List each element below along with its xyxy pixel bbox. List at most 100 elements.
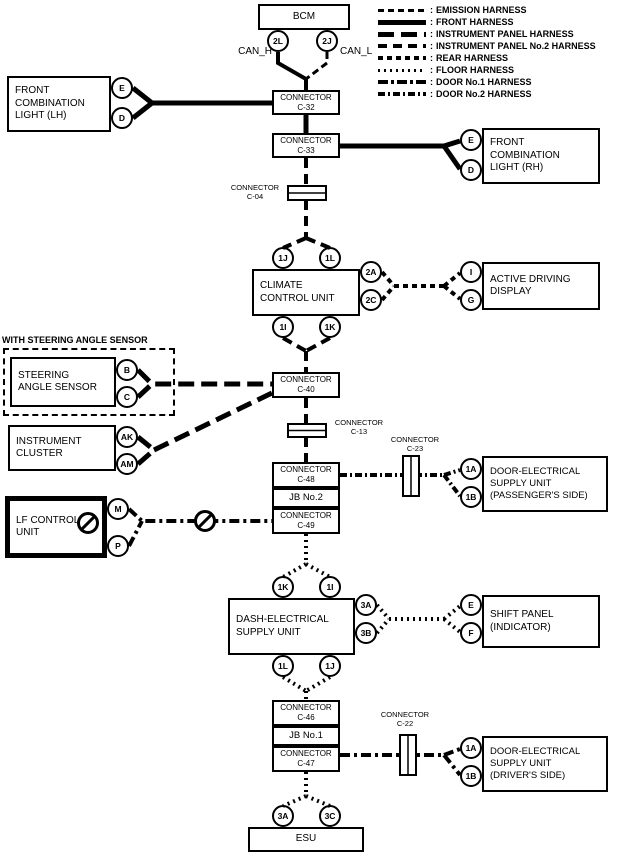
legend-label: EMISSION HARNESS — [436, 5, 527, 16]
wire-trunk-dash-unit-c46 — [281, 675, 332, 700]
legend-item-front: : FRONT HARNESS — [378, 17, 596, 27]
pin-lh-d: D — [111, 107, 133, 129]
legend-label: INSTRUMENT PANEL HARNESS — [436, 29, 574, 40]
door-no1-line-sample — [378, 80, 426, 85]
legend-separator: : — [430, 89, 433, 100]
connector-c33-box: CONNECTOR C-33 — [272, 133, 340, 158]
legend-label: FLOOR HARNESS — [436, 65, 515, 76]
connector-c48-box: CONNECTOR C-48 — [272, 462, 340, 488]
pin-display-g: G — [460, 289, 482, 311]
legend-item-door-no1: : DOOR No.1 HARNESS — [378, 77, 596, 88]
pin-dash-1l: 1L — [272, 655, 294, 677]
legend-separator: : — [430, 65, 433, 76]
pin-lf-m: M — [107, 498, 129, 520]
pin-passenger-door-1b: 1B — [460, 486, 482, 508]
door-supply-driver-box: DOOR-ELECTRICAL SUPPLY UNIT (DRIVER'S SI… — [482, 736, 608, 792]
pin-dash-1i: 1I — [319, 576, 341, 598]
connector-c32-box: CONNECTOR C-32 — [272, 90, 340, 115]
wire-lh-light-to-c32 — [131, 86, 272, 120]
legend-item-instrument-panel-no2: : INSTRUMENT PANEL No.2 HARNESS — [378, 41, 596, 52]
connector-c22-symbol — [399, 734, 417, 776]
bcm-box: BCM — [258, 4, 350, 30]
pin-shift-e: E — [460, 594, 482, 616]
pin-cluster-ak: AK — [116, 426, 138, 448]
connector-c49-box: CONNECTOR C-49 — [272, 508, 340, 534]
pin-dash-1k: 1K — [272, 576, 294, 598]
dash-electrical-supply-unit-box: DASH-ELECTRICAL SUPPLY UNIT — [228, 598, 355, 655]
legend-separator: : — [430, 5, 433, 16]
pin-lf-p: P — [107, 535, 129, 557]
wire-c47-to-driver-door — [340, 747, 462, 777]
floor-line-sample — [378, 68, 426, 72]
legend-label: REAR HARNESS — [436, 53, 509, 64]
front-light-lh-box: FRONT COMBINATION LIGHT (LH) — [7, 76, 111, 132]
pin-dash-3a: 3A — [355, 594, 377, 616]
pin-steering-c: C — [116, 386, 138, 408]
pin-shift-f: F — [460, 622, 482, 644]
wire-climate-to-display — [380, 270, 462, 302]
esu-box: ESU — [248, 827, 364, 852]
pin-dash-1j: 1J — [319, 655, 341, 677]
connector-c23-symbol — [402, 455, 420, 497]
jb-no1-box: JB No.1 — [272, 726, 340, 746]
can-h-label: CAN_H — [238, 46, 272, 57]
instrument-cluster-box: INSTRUMENT CLUSTER — [8, 425, 116, 471]
pin-esu-3a: 3A — [272, 805, 294, 827]
steering-angle-sensor-box: STEERING ANGLE SENSOR — [10, 357, 116, 407]
lf-control-unit-box: LF CONTROL UNIT — [5, 496, 107, 558]
pin-esu-3c: 3C — [319, 805, 341, 827]
pin-climate-2c: 2C — [360, 289, 382, 311]
legend-separator: : — [430, 41, 433, 52]
instrument-panel-line-sample — [378, 31, 426, 37]
wire-c33-to-rh-light — [340, 138, 463, 171]
rear-line-sample — [378, 56, 426, 61]
active-driving-display-box: ACTIVE DRIVING DISPLAY — [482, 262, 600, 310]
legend-item-instrument-panel: : INSTRUMENT PANEL HARNESS — [378, 29, 596, 40]
wire-trunk-c49-dash-unit — [282, 534, 331, 579]
wire-trunk-c33-climate — [282, 158, 331, 250]
pin-climate-2a: 2A — [360, 261, 382, 283]
shift-panel-box: SHIFT PANEL (INDICATOR) — [482, 595, 600, 648]
legend-label: DOOR No.1 HARNESS — [436, 77, 532, 88]
pin-dash-3b: 3B — [355, 622, 377, 644]
legend-item-emission: : EMISSION HARNESS — [378, 5, 596, 16]
pin-climate-1l: 1L — [319, 247, 341, 269]
pin-bcm-2l: 2L — [267, 30, 289, 52]
pin-driver-door-1a: 1A — [460, 737, 482, 759]
pin-steering-b: B — [116, 359, 138, 381]
harness-legend: : EMISSION HARNESS : FRONT HARNESS : INS… — [378, 5, 596, 100]
pin-bcm-2j: 2J — [316, 30, 338, 52]
pin-display-i: I — [460, 261, 482, 283]
pin-rh-e: E — [460, 129, 482, 151]
legend-item-rear: : REAR HARNESS — [378, 53, 596, 64]
wire-trunk-climate-c40 — [282, 336, 331, 372]
connector-c22-label: CONNECTOR C-22 — [376, 710, 434, 729]
legend-label: DOOR No.2 HARNESS — [436, 89, 532, 100]
connector-c47-box: CONNECTOR C-47 — [272, 746, 340, 772]
door-no2-line-sample — [378, 92, 426, 97]
instrument-panel-no2-line-sample — [378, 44, 426, 49]
wire-lf-unit-to-c49 — [127, 507, 272, 547]
wire-bcm-can-l — [305, 52, 329, 81]
legend-item-floor: : FLOOR HARNESS — [378, 65, 596, 76]
climate-control-unit-box: CLIMATE CONTROL UNIT — [252, 269, 360, 316]
pin-rh-d: D — [460, 159, 482, 181]
pin-climate-1k: 1K — [319, 316, 341, 338]
pin-climate-1i: 1I — [272, 316, 294, 338]
pin-climate-1j: 1J — [272, 247, 294, 269]
with-steering-angle-sensor-label: WITH STEERING ANGLE SENSOR — [2, 335, 148, 345]
connector-c13-label: CONNECTOR C-13 — [330, 418, 388, 437]
emission-line-sample — [378, 8, 426, 12]
connector-c46-box: CONNECTOR C-46 — [272, 700, 340, 726]
legend-separator: : — [430, 53, 433, 64]
pin-lh-e: E — [111, 77, 133, 99]
legend-separator: : — [430, 77, 433, 88]
no-entry-icon — [194, 510, 216, 532]
jb-no2-box: JB No.2 — [272, 488, 340, 508]
can-l-label: CAN_L — [340, 46, 373, 57]
legend-label: INSTRUMENT PANEL No.2 HARNESS — [436, 41, 596, 52]
wire-trunk-c47-esu — [282, 772, 331, 808]
connector-c23-label: CONNECTOR C-23 — [386, 435, 444, 454]
pin-driver-door-1b: 1B — [460, 765, 482, 787]
